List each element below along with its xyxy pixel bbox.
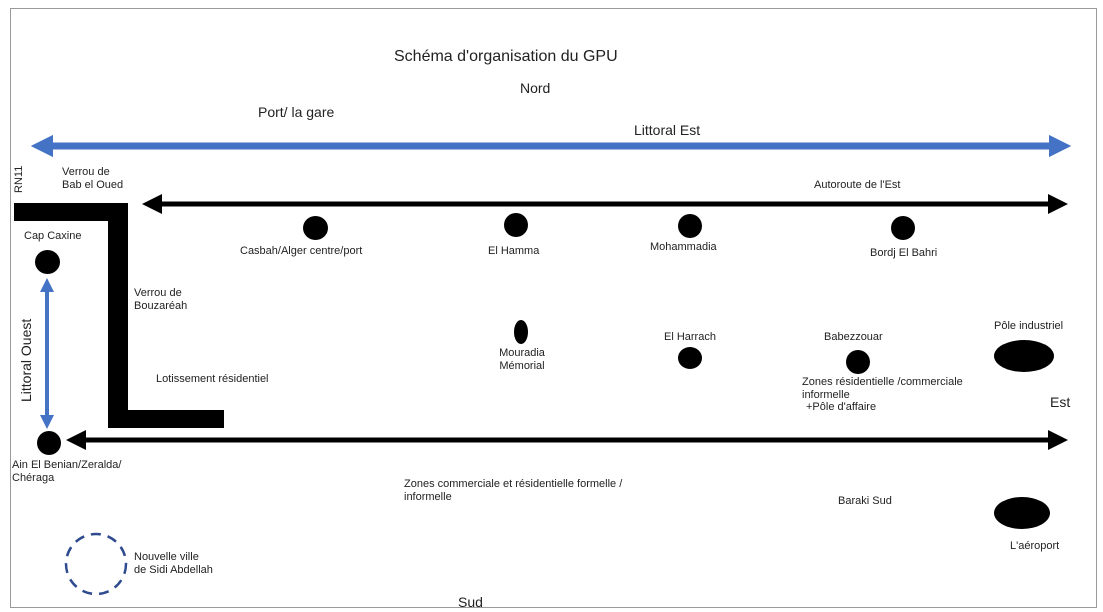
diagram-title: Schéma d'organisation du GPU bbox=[394, 48, 618, 65]
verrou-bab-el-oued-label: Verrou de Bab el Oued bbox=[62, 166, 123, 191]
littoral-est-label: Littoral Est bbox=[634, 122, 701, 138]
mouradia-node bbox=[514, 320, 528, 344]
pole-industriel-label: Pôle industriel bbox=[994, 320, 1064, 332]
mouradia-line1: Mouradia bbox=[499, 347, 545, 359]
verrou-bab-el-oued-line2: Bab el Oued bbox=[62, 178, 124, 191]
autoroute-est-label: Autoroute de l'Est bbox=[814, 179, 901, 191]
zones-commerciales-label: Zones commerciale et résidentielle forme… bbox=[404, 478, 622, 503]
barrier-bottom bbox=[108, 410, 224, 428]
zones-informelle-label: Zones résidentielle /commerciale informe… bbox=[802, 376, 963, 414]
bordj-el-bahri-label: Bordj El Bahri bbox=[870, 247, 938, 259]
zones-commerciales-line2: informelle bbox=[404, 490, 452, 503]
cap-caxine-node bbox=[35, 250, 60, 274]
bordj-el-bahri-node bbox=[891, 216, 915, 240]
littoral-ouest-label: Littoral Ouest bbox=[18, 318, 34, 402]
nouvelle-ville-dashed-circle bbox=[64, 532, 128, 596]
verrou-bouzareah-line2: Bouzaréah bbox=[134, 299, 188, 312]
lotissement-label: Lotissement résidentiel bbox=[156, 373, 269, 385]
casbah-label: Casbah/Alger centre/port bbox=[240, 245, 363, 257]
verrou-bouzareah-line1: Verrou de bbox=[134, 287, 182, 299]
south-label: Sud bbox=[458, 594, 483, 610]
rn11-label: RN11 bbox=[13, 165, 25, 193]
north-label: Nord bbox=[520, 80, 551, 96]
nouvelle-ville-label: Nouvelle ville de Sidi Abdellah bbox=[134, 551, 213, 576]
zones-informelle-line3: +Pôle d'affaire bbox=[806, 401, 877, 414]
ain-benian-line1: Ain El Benian/Zeralda/ bbox=[12, 459, 122, 471]
el-hamma-label: El Hamma bbox=[488, 245, 540, 257]
aeroport-label: L'aéroport bbox=[1010, 540, 1060, 552]
mohammadia-node bbox=[678, 214, 702, 238]
verrou-bouzareah-label: Verrou de Bouzaréah bbox=[134, 287, 187, 312]
ain-benian-node bbox=[37, 431, 61, 455]
ain-benian-line2: Chéraga bbox=[12, 471, 55, 484]
zones-commerciales-line1: Zones commerciale et résidentielle forme… bbox=[404, 478, 623, 490]
aeroport-node bbox=[994, 497, 1050, 529]
nouvelle-ville-line1: Nouvelle ville bbox=[134, 551, 199, 563]
mouradia-label: Mouradia Mémorial bbox=[492, 347, 552, 372]
bab-ezzouar-node bbox=[846, 350, 870, 374]
ain-benian-label: Ain El Benian/Zeralda/ Chéraga bbox=[12, 459, 121, 484]
barrier-vertical bbox=[108, 203, 128, 428]
mohammadia-label: Mohammadia bbox=[650, 241, 717, 253]
bab-ezzouar-label: Babezzouar bbox=[824, 331, 883, 343]
baraki-sud-label: Baraki Sud bbox=[838, 495, 892, 507]
el-harrach-node bbox=[678, 347, 702, 369]
east-label: Est bbox=[1050, 394, 1071, 410]
el-harrach-label: El Harrach bbox=[664, 331, 716, 343]
el-hamma-node bbox=[504, 213, 528, 237]
diagram-frame bbox=[10, 8, 1097, 608]
verrou-bab-el-oued-line1: Verrou de bbox=[62, 166, 110, 178]
nouvelle-ville-line2: de Sidi Abdellah bbox=[134, 563, 213, 576]
rn11-barrier-horizontal bbox=[14, 203, 128, 221]
port-gare-label: Port/ la gare bbox=[258, 104, 335, 120]
cap-caxine-label: Cap Caxine bbox=[24, 230, 82, 242]
zones-informelle-line2: informelle bbox=[802, 388, 850, 401]
zones-informelle-line1: Zones résidentielle /commerciale bbox=[802, 376, 963, 388]
casbah-node bbox=[303, 216, 328, 240]
pole-industriel-node bbox=[994, 340, 1054, 372]
mouradia-line2: Mémorial bbox=[499, 359, 545, 372]
